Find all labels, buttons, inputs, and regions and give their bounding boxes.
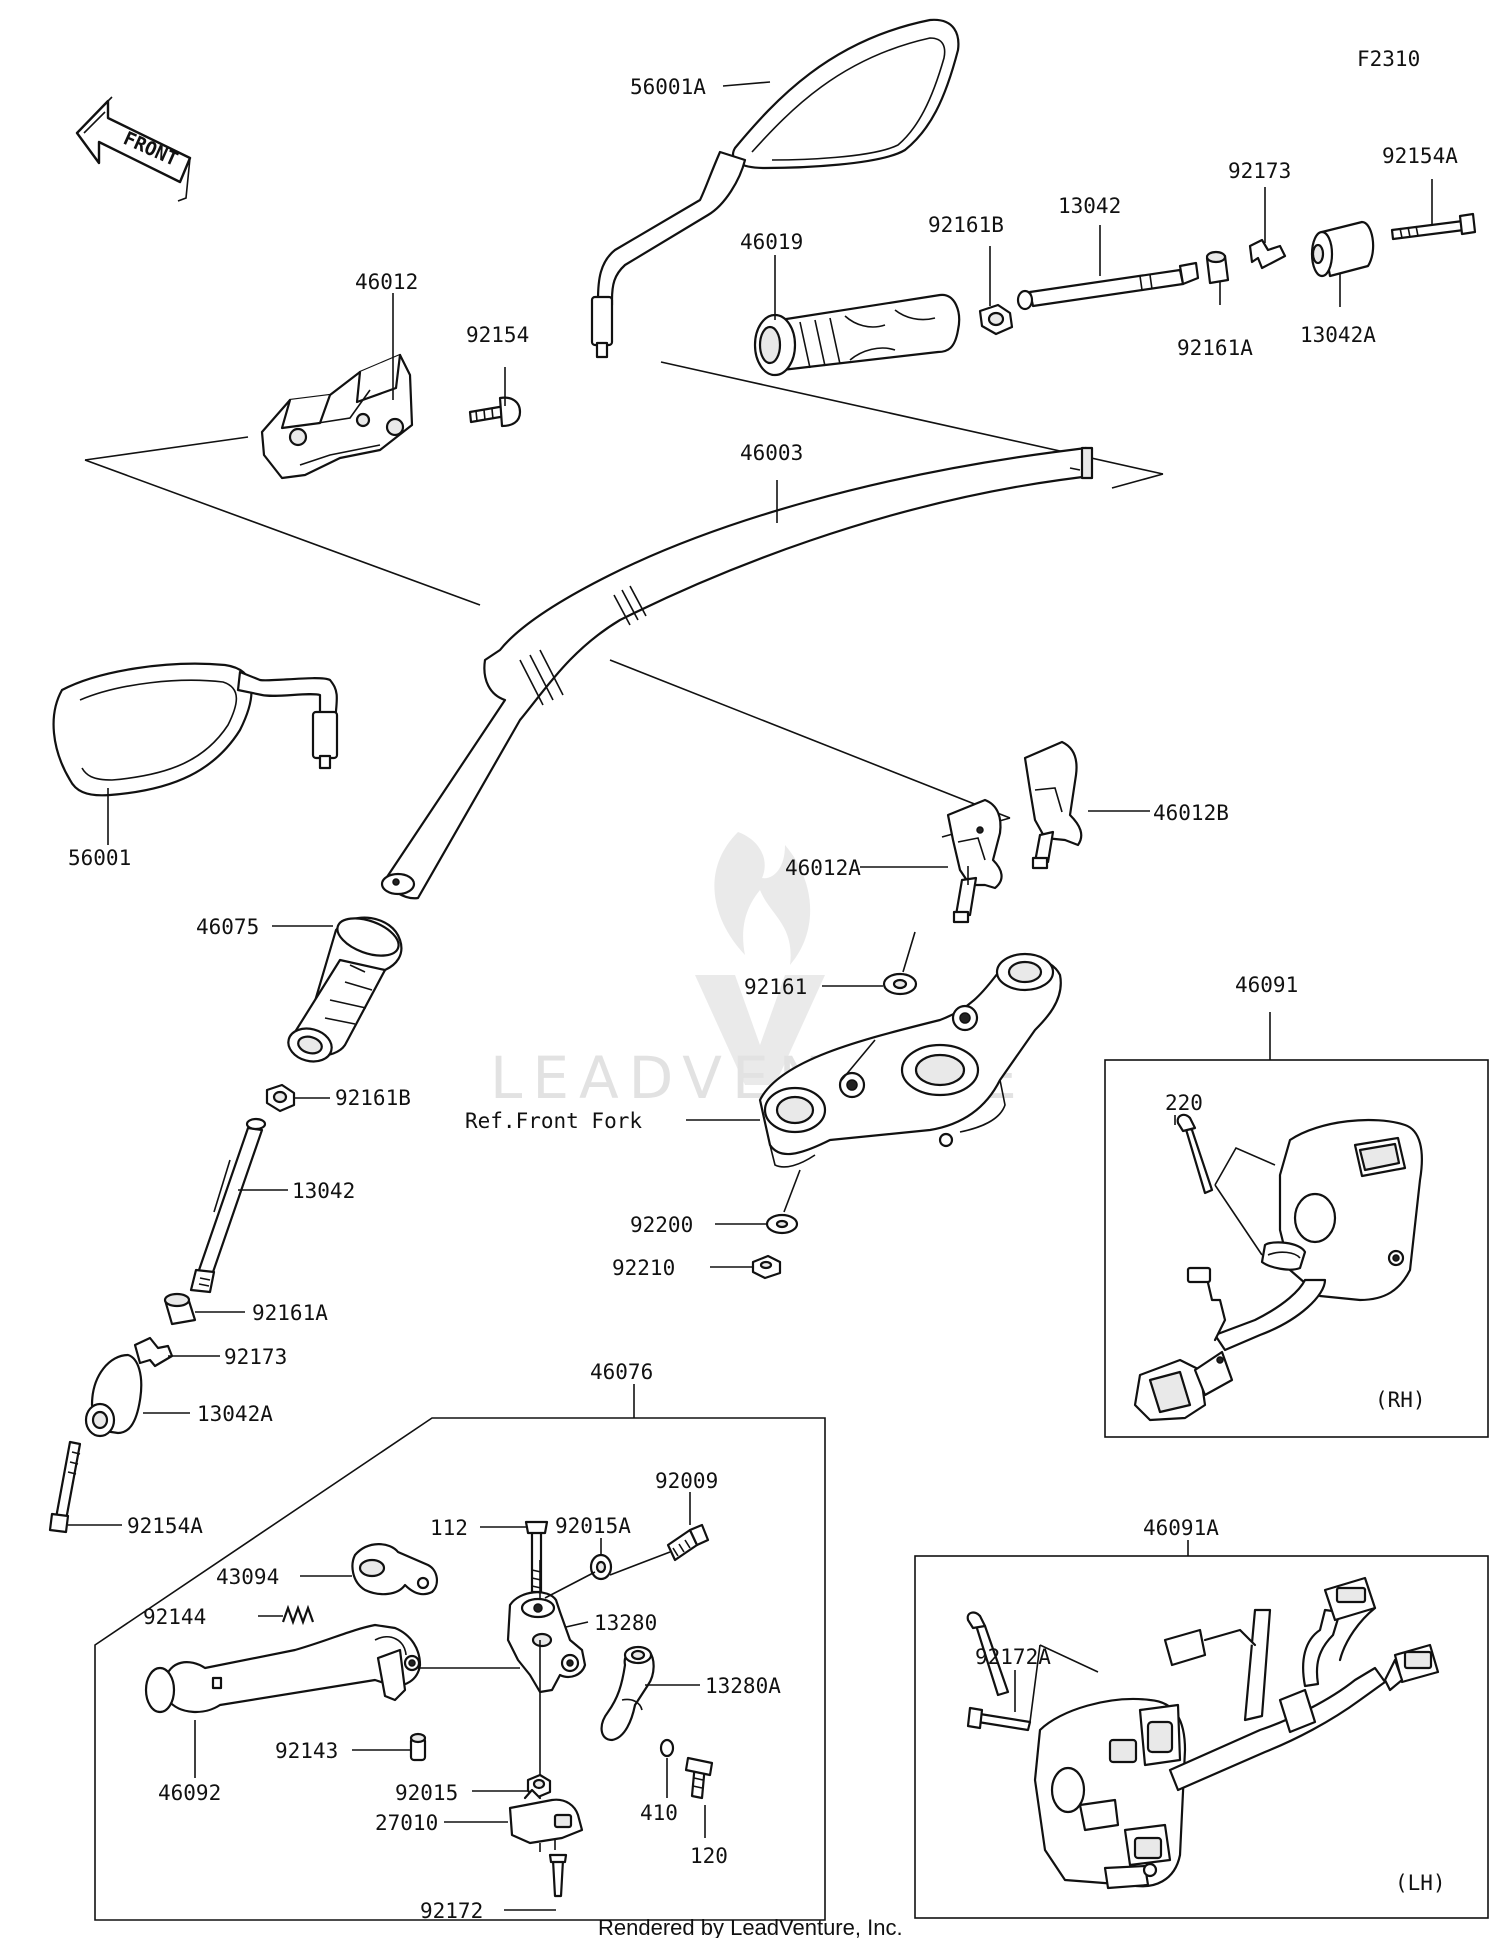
label-92173-left: 92173 (224, 1345, 287, 1369)
bolt-92154A-left (48, 1440, 82, 1534)
handlebar (380, 446, 1094, 900)
mirror-right (590, 18, 960, 359)
leader-lines (68, 81, 1433, 1911)
rh-switch-box (1104, 1059, 1489, 1438)
nut-92161B-left (265, 1083, 296, 1113)
label-ref-front-fork: Ref.Front Fork (465, 1109, 642, 1133)
end-weight-13042A-left (84, 1353, 143, 1438)
weight-shaft-top (1016, 261, 1200, 311)
label-92172A: 92172A (975, 1645, 1051, 1669)
label-92143: 92143 (275, 1739, 338, 1763)
label-13280A: 13280A (705, 1674, 781, 1698)
weight-shaft-left (189, 1117, 267, 1294)
label-92144: 92144 (143, 1605, 206, 1629)
label-46075: 46075 (196, 915, 259, 939)
label-92172: 92172 (420, 1899, 483, 1923)
lh-switch-tag: (LH) (1395, 1871, 1446, 1895)
label-92161A-top: 92161A (1177, 336, 1253, 360)
front-arrow-icon: FRONT (75, 96, 192, 202)
diagram-code: F2310 (1357, 47, 1420, 71)
label-13042-top: 13042 (1058, 194, 1121, 218)
label-46091A: 46091A (1143, 1516, 1219, 1540)
handlebar-clamp-upper (260, 353, 414, 480)
label-92154: 92154 (466, 323, 529, 347)
label-46012B: 46012B (1153, 801, 1229, 825)
rubber-92161A-top (1205, 250, 1230, 285)
clip-92173-top (1248, 238, 1287, 270)
label-92015A: 92015A (555, 1514, 631, 1538)
label-46012: 46012 (355, 270, 418, 294)
label-410: 410 (640, 1801, 678, 1825)
bolt-92154 (468, 396, 522, 428)
bolt-92154A-top (1390, 212, 1477, 241)
label-92161B-left: 92161B (335, 1086, 411, 1110)
label-220: 220 (1165, 1091, 1203, 1115)
label-92161: 92161 (744, 975, 807, 999)
clip-92173-left (133, 1336, 174, 1368)
clamp-46012A (946, 798, 1003, 924)
rh-switch (1133, 1113, 1423, 1422)
label-43094: 43094 (216, 1565, 279, 1589)
label-46092: 46092 (158, 1781, 221, 1805)
label-46076: 46076 (590, 1360, 653, 1384)
clamp-46012B (1023, 740, 1083, 870)
label-13042A-left: 13042A (197, 1402, 273, 1426)
label-92161A-left: 92161A (252, 1301, 328, 1325)
label-46019: 46019 (740, 230, 803, 254)
rh-switch-tag: (RH) (1375, 1388, 1426, 1412)
left-grip (287, 916, 403, 1063)
label-92161B-top: 92161B (928, 213, 1004, 237)
label-56001A: 56001A (630, 75, 706, 99)
label-13042A-top: 13042A (1300, 323, 1376, 347)
lever-assembly-box (94, 1417, 826, 1921)
label-13280: 13280 (594, 1611, 657, 1635)
triple-clamp (758, 952, 1062, 1168)
lh-switch-box (914, 1555, 1489, 1919)
label-46012A: 46012A (785, 856, 861, 880)
footer-credit: Rendered by LeadVenture, Inc. (598, 1915, 903, 1938)
label-13042-left: 13042 (292, 1179, 355, 1203)
nut-92210 (751, 1254, 782, 1280)
label-120: 120 (690, 1844, 728, 1868)
label-27010: 27010 (375, 1811, 438, 1835)
lh-switch (966, 1576, 1440, 1890)
washer-92161 (882, 972, 918, 996)
label-46091: 46091 (1235, 973, 1298, 997)
label-92210: 92210 (612, 1256, 675, 1280)
label-92154A-left: 92154A (127, 1514, 203, 1538)
part-labels: 56001A 46019 92161B 13042 92173 92154A 9… (68, 75, 1458, 1923)
end-weight-13042A-top (1310, 220, 1375, 278)
label-92015: 92015 (395, 1781, 458, 1805)
label-92009: 92009 (655, 1469, 718, 1493)
label-92154A-top: 92154A (1382, 144, 1458, 168)
washer-92200 (765, 1213, 799, 1235)
label-112: 112 (430, 1516, 468, 1540)
label-92173-top: 92173 (1228, 159, 1291, 183)
label-92200: 92200 (630, 1213, 693, 1237)
label-46003: 46003 (740, 441, 803, 465)
mirror-left (52, 662, 339, 797)
nut-92161B-top (978, 303, 1014, 336)
lever-assembly (144, 1520, 1032, 1898)
rubber-92161A-left (163, 1292, 197, 1326)
label-56001: 56001 (68, 846, 131, 870)
throttle-grip (753, 293, 961, 377)
